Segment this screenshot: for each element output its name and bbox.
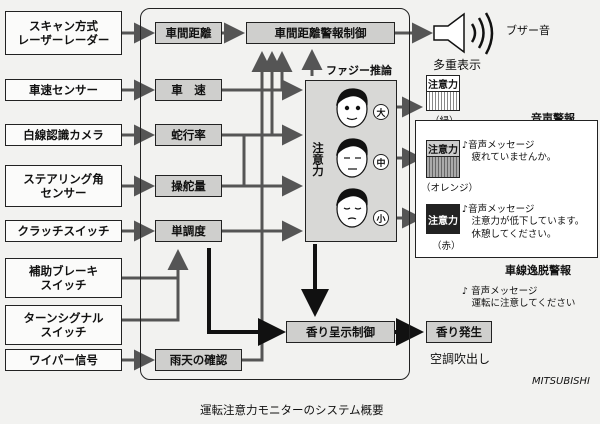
proc-distance: 車間距離 (155, 22, 222, 44)
fuzzy-label: ファジー推論 (326, 64, 392, 77)
face-sleepy (335, 188, 368, 228)
face-alert (335, 88, 368, 128)
input-lane-camera: 白線認識カメラ (5, 124, 122, 146)
driver-faces (335, 88, 368, 228)
proc-meander: 蛇行率 (155, 124, 222, 146)
display-green: 注意力 (426, 75, 460, 111)
proc-aroma-control: 香り呈示制御 (286, 321, 395, 343)
speaker-icon (433, 12, 494, 55)
system-frame (140, 8, 410, 380)
attention-label: 注意力 (311, 142, 325, 177)
input-speed-sensor: 車速センサー (5, 79, 122, 101)
input-brake-switch: 補助ブレーキ スイッチ (5, 258, 122, 298)
level-low-badge: 小 (373, 210, 389, 226)
input-steering-sensor: ステアリング角 センサー (5, 165, 122, 207)
aroma-output: 香り発生 (426, 321, 492, 343)
buzzer-label: ブザー音 (506, 24, 550, 37)
lane-departure-msg: ♪ 音声メッセージ 運転に注意してください (462, 286, 576, 310)
proc-speed: 車 速 (155, 79, 222, 101)
display-red: 注意力 (426, 204, 460, 234)
proc-warning-control: 車間距離警報制御 (246, 22, 395, 44)
red-label: （赤） (432, 241, 461, 252)
input-wiper-signal: ワイパー信号 (5, 349, 122, 371)
level-mid-badge: 中 (373, 154, 389, 170)
proc-steer-amount: 操舵量 (155, 175, 222, 197)
proc-monotony: 単調度 (155, 220, 222, 242)
voice-msg-1: ♪音声メッセージ 疲れていませんか。 (462, 140, 557, 164)
ac-outlet-label: 空調吹出し (430, 352, 491, 366)
voice-msg-2: ♪音声メッセージ 注意力が低下しています。 休憩してください。 (462, 204, 585, 240)
lane-departure-title: 車線逸脱警報 (505, 264, 571, 277)
input-turn-switch: ターンシグナル スイッチ (5, 305, 122, 345)
brand-label: MITSUBISHI (532, 376, 590, 387)
caption: 運転注意力モニターのシステム概要 (200, 403, 384, 417)
display-green-label: 注意力 (427, 76, 459, 92)
face-tired (335, 138, 368, 178)
proc-rain-check: 雨天の確認 (155, 349, 242, 371)
input-scan-laser: スキャン方式 レーザーレーダー (5, 11, 122, 55)
orange-label: （オレンジ） (421, 183, 479, 194)
multi-display-label: 多重表示 (433, 58, 482, 72)
display-orange-label: 注意力 (427, 141, 459, 157)
input-clutch-switch: クラッチスイッチ (5, 220, 122, 242)
display-orange: 注意力 (426, 140, 460, 178)
level-high-badge: 大 (373, 104, 389, 120)
